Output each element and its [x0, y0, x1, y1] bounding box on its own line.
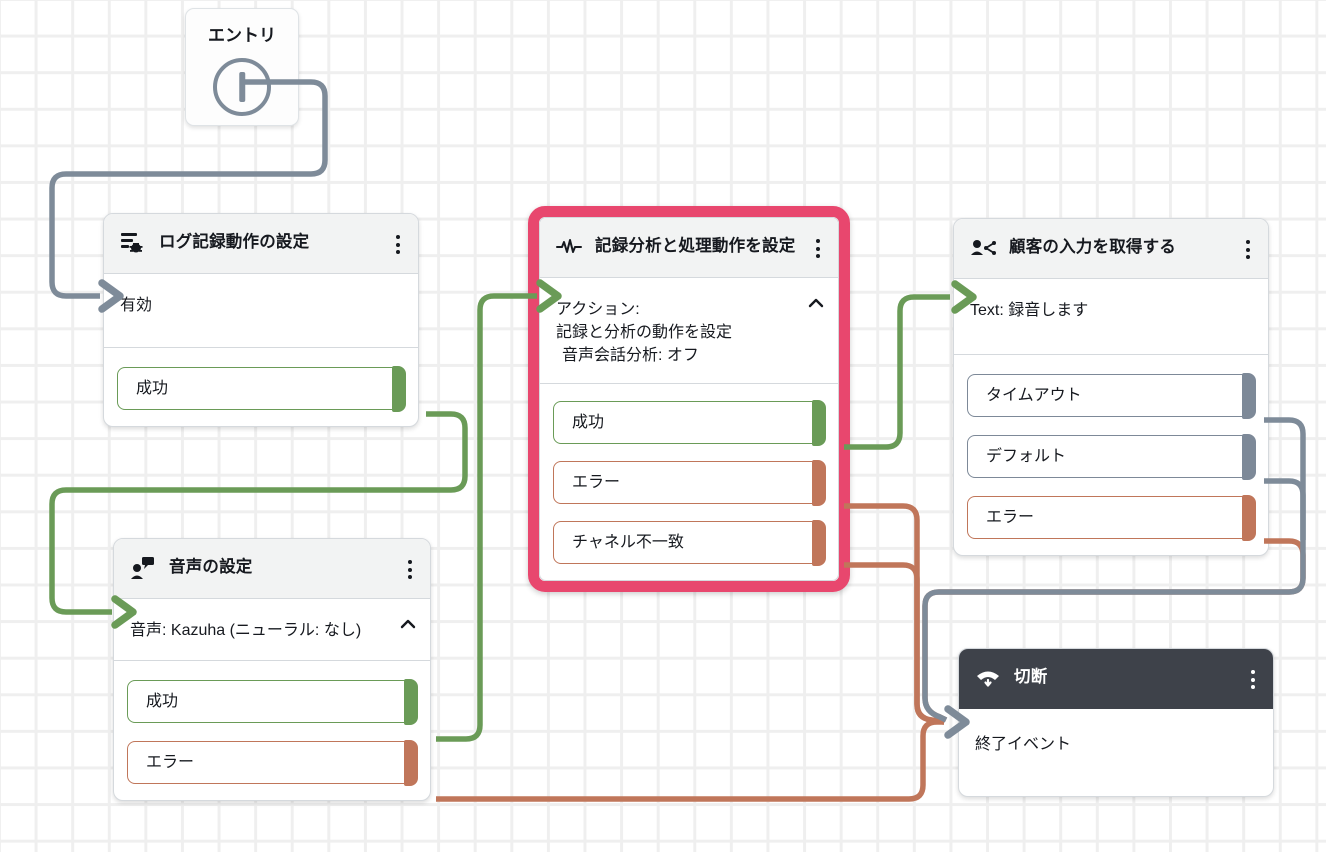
- output-port[interactable]: [404, 739, 418, 786]
- kebab-menu-button[interactable]: [1247, 668, 1259, 691]
- node-parameters: アクション: 記録と分析の動作を設定 音声会話分析: オフ: [540, 278, 838, 383]
- branch-error[interactable]: エラー: [553, 459, 826, 506]
- node-parameters: 終了イベント: [959, 709, 1273, 796]
- output-port[interactable]: [1242, 372, 1256, 419]
- voice-settings-icon: [131, 557, 154, 579]
- wire-recording-success-to-getinput: [844, 294, 950, 450]
- branch-success[interactable]: 成功: [127, 678, 418, 725]
- branch-label: 成功: [572, 414, 605, 431]
- branch-timeout[interactable]: タイムアウト: [967, 372, 1256, 419]
- prompt-text-value: Text: 録音します: [970, 302, 1089, 319]
- node-title: 音声の設定: [169, 558, 253, 576]
- divider: [540, 383, 838, 384]
- branch-error[interactable]: エラー: [127, 739, 418, 786]
- wire-getinput-default-to-disconnect: [1264, 478, 1306, 540]
- divider: [104, 347, 418, 348]
- branch-error[interactable]: エラー: [967, 494, 1256, 541]
- chevron-up-icon[interactable]: [808, 298, 824, 308]
- branch-label: エラー: [146, 754, 195, 771]
- node-header[interactable]: 音声の設定: [114, 539, 430, 599]
- node-parameters: 有効: [104, 274, 418, 347]
- kebab-menu-button[interactable]: [392, 233, 404, 256]
- branch-label: チャネル不一致: [572, 534, 684, 551]
- node-header[interactable]: 記録分析と処理動作を設定: [540, 218, 838, 278]
- node-get-customer-input[interactable]: 顧客の入力を取得する Text: 録音します タイムアウト デフォルト エラー: [953, 218, 1269, 556]
- branch-label: 成功: [136, 380, 169, 397]
- action-value: 記録と分析の動作を設定: [556, 324, 733, 341]
- node-set-logging-behavior[interactable]: ログ記録動作の設定 有効 成功: [103, 213, 419, 427]
- output-port[interactable]: [812, 519, 826, 566]
- disconnect-call-icon: [977, 671, 999, 687]
- node-header[interactable]: 顧客の入力を取得する: [954, 219, 1268, 279]
- node-header[interactable]: 切断: [959, 649, 1273, 709]
- output-port[interactable]: [392, 365, 406, 412]
- kebab-menu-button[interactable]: [1242, 238, 1254, 261]
- branch-success[interactable]: 成功: [117, 365, 406, 412]
- node-header[interactable]: ログ記録動作の設定: [104, 214, 418, 274]
- output-port[interactable]: [812, 459, 826, 506]
- output-port[interactable]: [812, 399, 826, 446]
- node-parameters: Text: 録音します: [954, 279, 1268, 354]
- output-port[interactable]: [1242, 494, 1256, 541]
- node-title: 顧客の入力を取得する: [1009, 238, 1176, 256]
- node-disconnect[interactable]: 切断 終了イベント: [958, 648, 1274, 797]
- entry-node-title: エントリ: [208, 26, 276, 45]
- node-set-recording-behavior[interactable]: 記録分析と処理動作を設定 アクション: 記録と分析の動作を設定 音声会話分析: …: [539, 217, 839, 581]
- branch-label: タイムアウト: [986, 387, 1082, 404]
- branch-default[interactable]: デフォルト: [967, 433, 1256, 480]
- kebab-menu-button[interactable]: [404, 558, 416, 581]
- node-set-voice[interactable]: 音声の設定 音声: Kazuha (ニューラル: なし) 成功 エラー: [113, 538, 431, 801]
- customer-input-icon: [971, 240, 996, 255]
- speech-analytics-value: 音声会話分析: オフ: [562, 347, 699, 364]
- entry-point-icon[interactable]: [213, 58, 271, 116]
- divider: [954, 354, 1268, 355]
- wire-recording-channel-to-disconnect: [844, 562, 945, 725]
- logging-behavior-icon: [121, 233, 143, 253]
- wire-voice-error-to-disconnect: [436, 719, 944, 802]
- wire-recording-error-to-disconnect: [844, 503, 945, 725]
- recording-analytics-icon: [556, 239, 582, 253]
- node-title: 切断: [1014, 668, 1048, 686]
- entry-node[interactable]: エントリ: [185, 8, 299, 126]
- selection-highlight: 記録分析と処理動作を設定 アクション: 記録と分析の動作を設定 音声会話分析: …: [528, 206, 850, 592]
- voice-value: 音声: Kazuha (ニューラル: なし): [130, 622, 362, 639]
- branch-label: エラー: [986, 509, 1035, 526]
- divider: [114, 660, 430, 661]
- kebab-menu-button[interactable]: [812, 237, 824, 260]
- output-port[interactable]: [1242, 433, 1256, 480]
- branch-label: デフォルト: [986, 448, 1067, 465]
- action-label: アクション:: [556, 301, 640, 318]
- logging-state-value: 有効: [120, 297, 153, 314]
- end-event-label: 終了イベント: [975, 736, 1072, 753]
- node-title: 記録分析と処理動作を設定: [595, 237, 796, 255]
- node-parameters: 音声: Kazuha (ニューラル: なし): [114, 599, 430, 660]
- branch-label: 成功: [146, 693, 179, 710]
- node-title: ログ記録動作の設定: [159, 233, 310, 251]
- branch-success[interactable]: 成功: [553, 399, 826, 446]
- output-port[interactable]: [404, 678, 418, 725]
- branch-channel-mismatch[interactable]: チャネル不一致: [553, 519, 826, 566]
- wire-voice-success-to-recording: [436, 293, 537, 742]
- branch-label: エラー: [572, 474, 621, 491]
- chevron-up-icon[interactable]: [400, 619, 416, 629]
